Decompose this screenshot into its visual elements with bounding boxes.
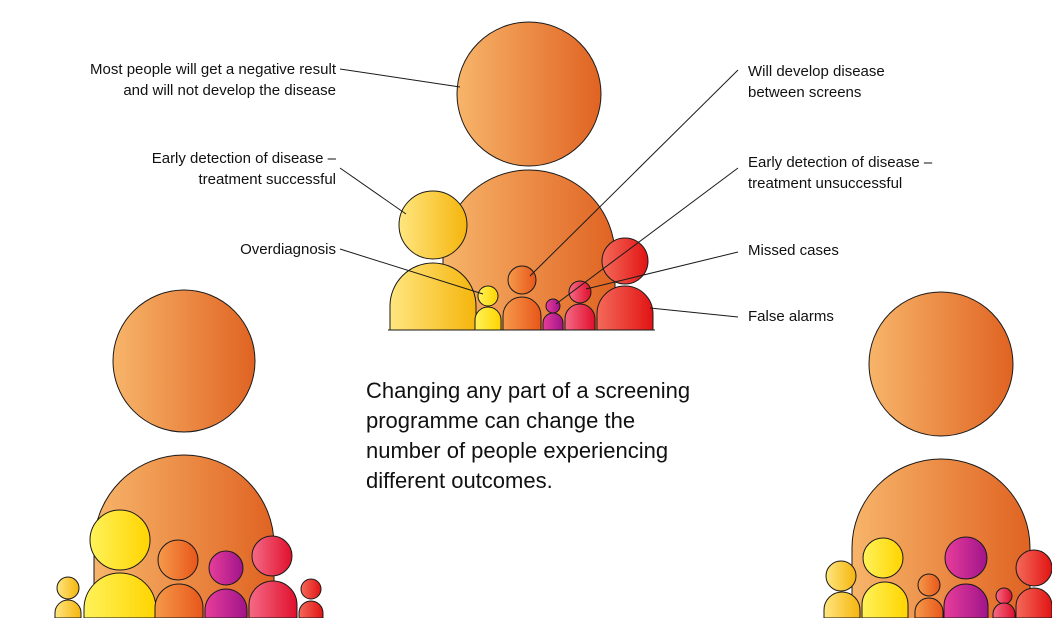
figure-false-alarms-left <box>298 578 324 618</box>
center-statement-line-2: programme can change the <box>366 408 636 433</box>
label-early-unsuccessful-line-1: Early detection of disease – <box>748 154 933 171</box>
label-negative-result-line-1: Most people will get a negative result <box>90 61 336 78</box>
label-negative-result-line-2: and will not develop the disease <box>123 82 336 99</box>
figure-early-success-left <box>83 509 157 618</box>
leader-early-unsuccessful <box>555 167 739 305</box>
figure-early-unsuccessful-right <box>943 536 989 618</box>
center-statement: Changing any part of a screening program… <box>366 376 796 496</box>
label-early-success: Early detection of disease – treatment s… <box>152 148 336 190</box>
label-overdiagnosis-line-1: Overdiagnosis <box>240 241 336 258</box>
leader-false-alarms <box>649 307 739 318</box>
figure-interval-left <box>154 539 204 618</box>
label-overdiagnosis: Overdiagnosis <box>240 239 336 260</box>
label-early-success-line-1: Early detection of disease – <box>151 150 336 167</box>
label-interval: Will develop disease between screens <box>748 61 885 103</box>
label-false-alarms: False alarms <box>748 306 834 327</box>
label-interval-line-2: between screens <box>748 84 862 101</box>
figure-early-unsuccessful-top <box>542 298 564 331</box>
center-statement-line-4: different outcomes. <box>366 468 553 493</box>
leader-negative-result <box>339 68 461 88</box>
label-missed: Missed cases <box>748 240 839 261</box>
figure-overdiagnosis-top <box>474 285 502 331</box>
label-missed-line-1: Missed cases <box>748 242 839 259</box>
leader-lines <box>339 68 739 318</box>
figure-overdiagnosis-left <box>54 576 82 618</box>
leader-missed <box>585 251 739 290</box>
figure-missed-left <box>248 535 298 618</box>
label-early-success-line-2: treatment successful <box>198 171 336 188</box>
figure-interval-right <box>914 573 944 618</box>
leader-early-success <box>339 167 407 215</box>
leader-interval <box>529 69 739 277</box>
center-statement-line-1: Changing any part of a screening <box>366 378 691 403</box>
figure-missed-right <box>992 587 1016 618</box>
top-group <box>388 21 655 331</box>
label-early-unsuccessful: Early detection of disease – treatment u… <box>748 152 932 194</box>
figure-early-success-right <box>861 537 909 618</box>
label-early-unsuccessful-line-2: treatment unsuccessful <box>748 175 903 192</box>
figure-false-alarms-top <box>596 237 654 331</box>
label-false-alarms-line-1: False alarms <box>748 308 834 325</box>
center-statement-line-3: number of people experiencing <box>366 438 669 463</box>
label-negative-result: Most people will get a negative result a… <box>90 59 336 101</box>
figure-overdiagnosis-right <box>823 560 861 618</box>
figure-missed-top <box>564 280 596 331</box>
right-group <box>823 291 1052 618</box>
figure-early-success-top <box>389 190 477 331</box>
figure-early-unsuccessful-left <box>204 550 248 618</box>
figure-population-right <box>851 291 1031 618</box>
figure-interval-top <box>502 265 542 331</box>
label-interval-line-1: Will develop disease <box>748 63 885 80</box>
left-group <box>54 289 324 618</box>
leader-overdiagnosis <box>339 248 484 295</box>
figure-false-alarms-right <box>1015 549 1052 618</box>
